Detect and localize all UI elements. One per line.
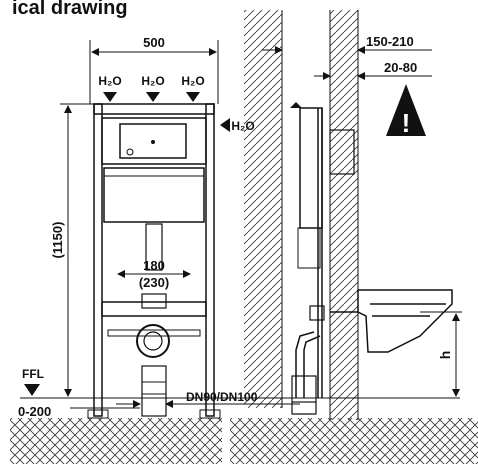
floor-left-hatch: [10, 418, 222, 464]
pipe-spacing-alt-label: (230): [139, 275, 169, 290]
flush-valve-dot: [151, 140, 155, 144]
height-label: h: [437, 351, 453, 360]
pipe-spacing-label: 180: [143, 258, 165, 273]
warning-mark: !: [402, 108, 411, 138]
frame-width-label: 500: [143, 35, 165, 50]
warning-triangle-icon: [386, 84, 426, 136]
wall-hatch-right: [330, 10, 358, 420]
wall-hatch-left: [244, 10, 282, 408]
water-label: H₂O: [141, 74, 164, 88]
floor-range-label: 0-200: [18, 404, 51, 419]
wall-gap-label: 150-210: [366, 34, 414, 49]
water-inlet-arrows: [103, 92, 230, 132]
page-title: ical drawing: [12, 0, 128, 19]
ffl-marker-icon: [24, 384, 40, 396]
water-label: H₂O: [98, 74, 121, 88]
side-frame: [291, 107, 355, 415]
water-label: H₂O: [181, 74, 204, 88]
floor-right-hatch: [230, 418, 478, 464]
front-frame: [87, 103, 221, 419]
toilet-bowl: [330, 289, 453, 353]
frame-height-label: (1150): [50, 222, 65, 259]
water-label: H₂O: [231, 119, 254, 133]
drain-label: DN90/DN100: [186, 390, 258, 404]
offset-label: 20-80: [384, 60, 417, 75]
side-inlet-icon: [290, 102, 302, 108]
ffl-label: FFL: [22, 367, 44, 381]
valve-knob: [126, 148, 134, 156]
